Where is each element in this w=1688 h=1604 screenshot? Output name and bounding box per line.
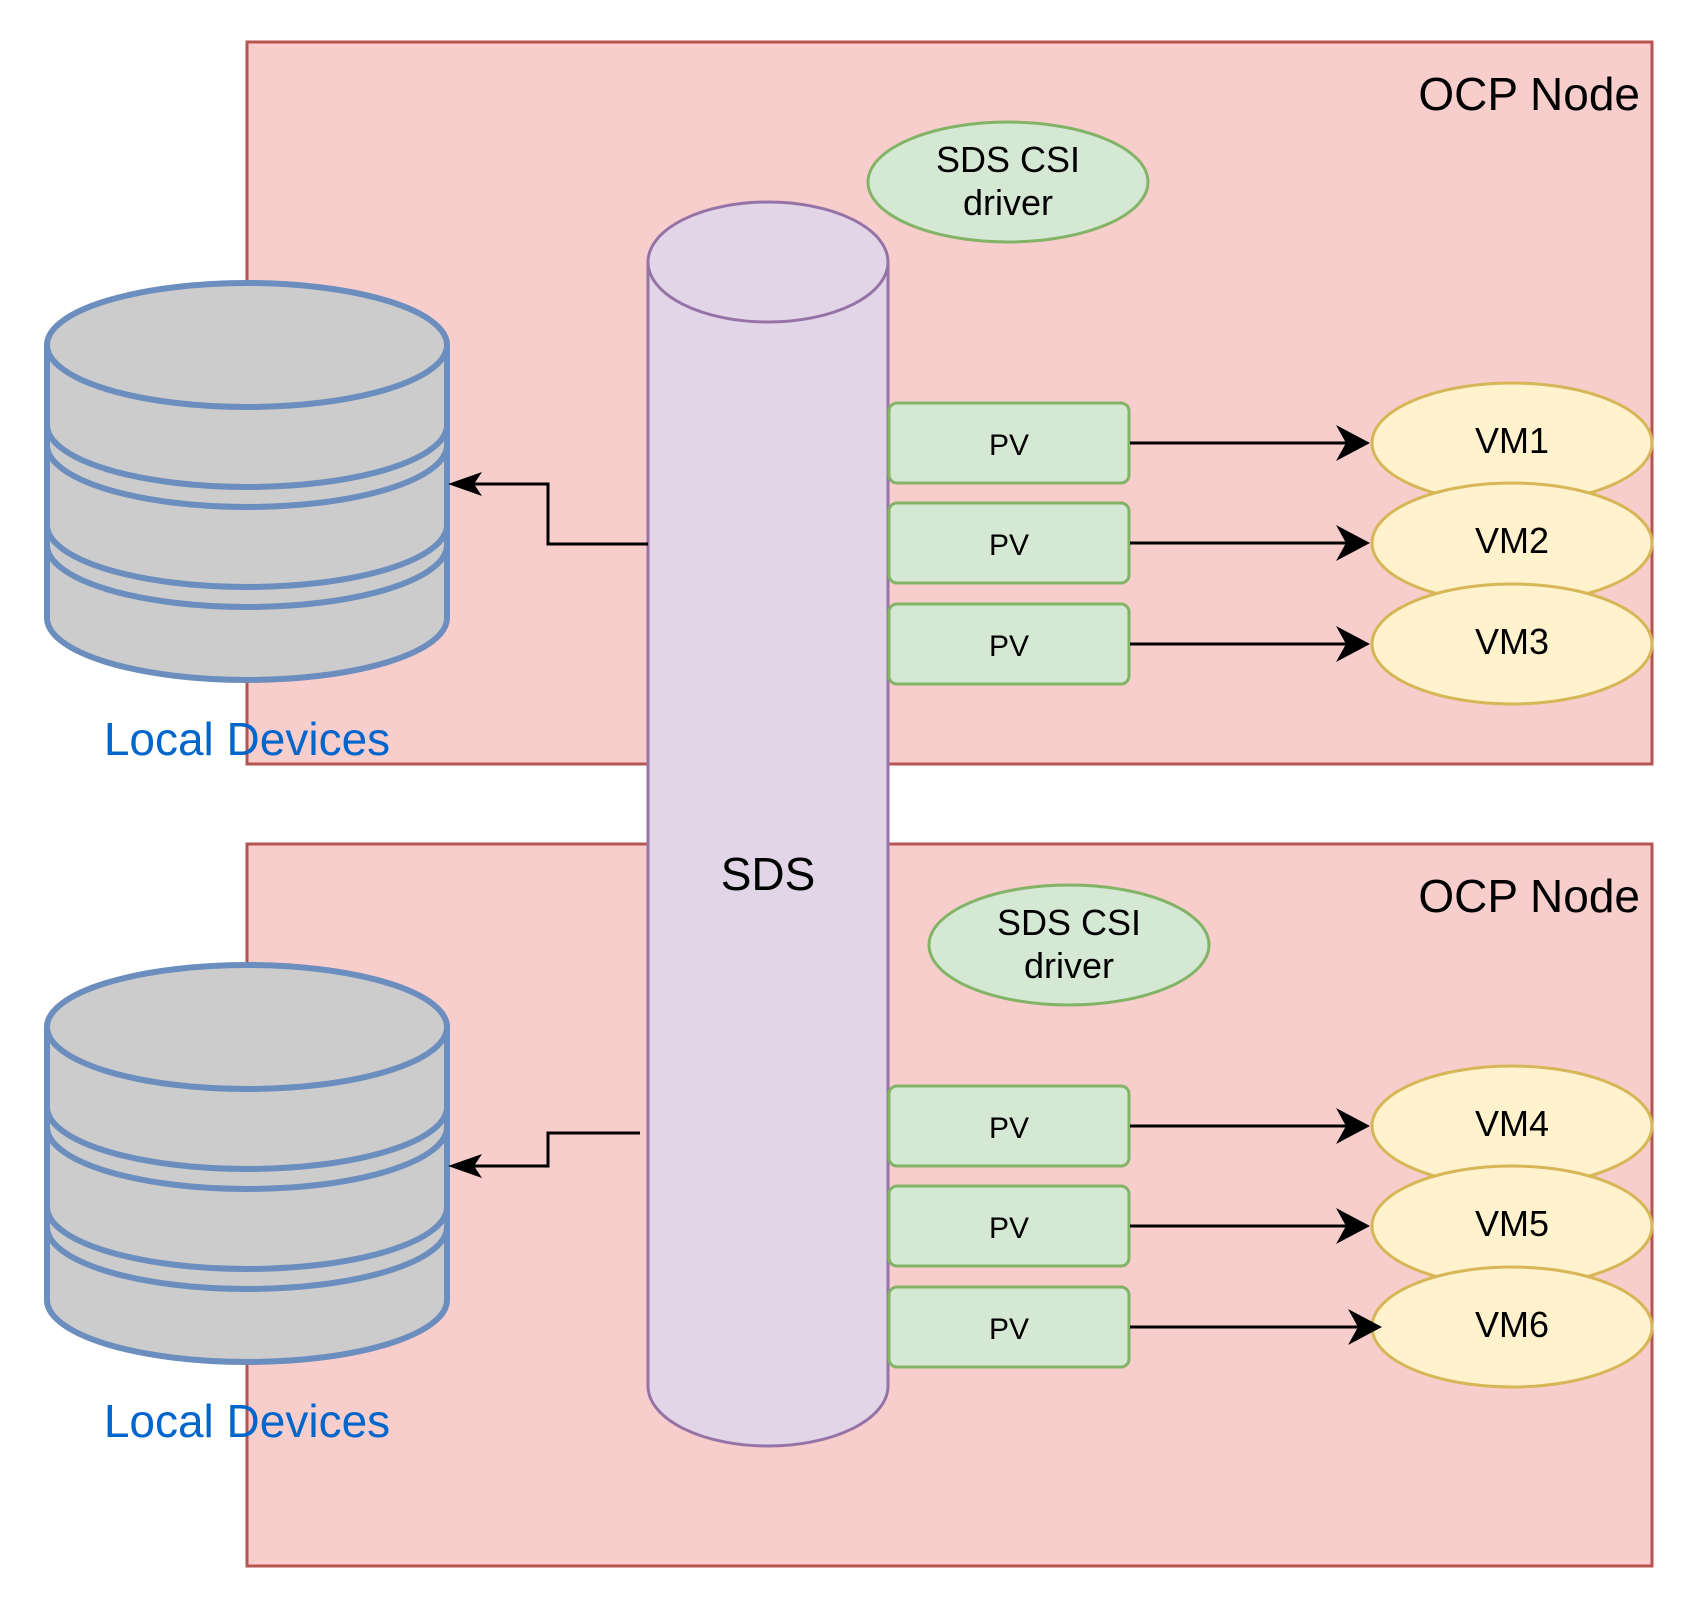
database-icon <box>44 280 450 683</box>
persistent-volume: PV <box>887 602 1131 686</box>
vm-label: VM5 <box>1475 1203 1549 1244</box>
sds-cylinder: SDS <box>646 200 890 1448</box>
vm-vm6: VM6 <box>1370 1265 1654 1389</box>
persistent-volume: PV <box>887 1084 1131 1168</box>
vm-label: VM2 <box>1475 520 1549 561</box>
persistent-volume: PV <box>887 401 1131 485</box>
csi-driver-1: SDS CSI driver <box>866 120 1150 244</box>
sds-label: SDS <box>721 848 816 900</box>
persistent-volume: PV <box>887 501 1131 585</box>
persistent-volume: PV <box>887 1285 1131 1369</box>
vm-label: VM1 <box>1475 420 1549 461</box>
local-devices-groups <box>44 280 450 1365</box>
edge-pv-to-vm <box>1130 425 1370 461</box>
edge-sds-to-local-2 <box>448 1131 640 1178</box>
persistent-volume: PV <box>887 1184 1131 1268</box>
vm-vm4: VM4 <box>1370 1064 1654 1188</box>
vm-label: VM6 <box>1475 1304 1549 1345</box>
pv-label: PV <box>989 1313 1029 1346</box>
edge-pv-to-vm <box>1130 1309 1382 1345</box>
local-devices-label-2: Local Devices <box>104 1395 390 1447</box>
csi-driver-label-line1: SDS CSI <box>936 139 1080 180</box>
edge-pv-to-vm <box>1130 1208 1370 1244</box>
edge-pv-to-vm <box>1130 525 1370 561</box>
pv-label: PV <box>989 630 1029 663</box>
pv-label: PV <box>989 529 1029 562</box>
edge-pv-to-vm <box>1130 626 1370 662</box>
edge-sds-to-local-1 <box>448 472 648 546</box>
vm-vm5: VM5 <box>1370 1164 1654 1288</box>
vm-vm1: VM1 <box>1370 381 1654 505</box>
vm-vm3: VM3 <box>1370 582 1654 706</box>
csi-driver-label-line2: driver <box>1024 945 1114 986</box>
csi-driver-2: SDS CSI driver <box>927 883 1211 1007</box>
vm-label: VM4 <box>1475 1103 1549 1144</box>
local-devices-label-1: Local Devices <box>104 713 390 765</box>
pv-label: PV <box>989 429 1029 462</box>
ocp-node-label: OCP Node <box>1418 870 1640 922</box>
edge-pv-to-vm <box>1130 1108 1370 1144</box>
ocp-node-label: OCP Node <box>1418 68 1640 120</box>
database-icon <box>44 962 450 1365</box>
csi-driver-label-line2: driver <box>963 182 1053 223</box>
vm-label: VM3 <box>1475 621 1549 662</box>
pv-label: PV <box>989 1112 1029 1145</box>
pv-label: PV <box>989 1212 1029 1245</box>
csi-driver-label-line1: SDS CSI <box>997 902 1141 943</box>
